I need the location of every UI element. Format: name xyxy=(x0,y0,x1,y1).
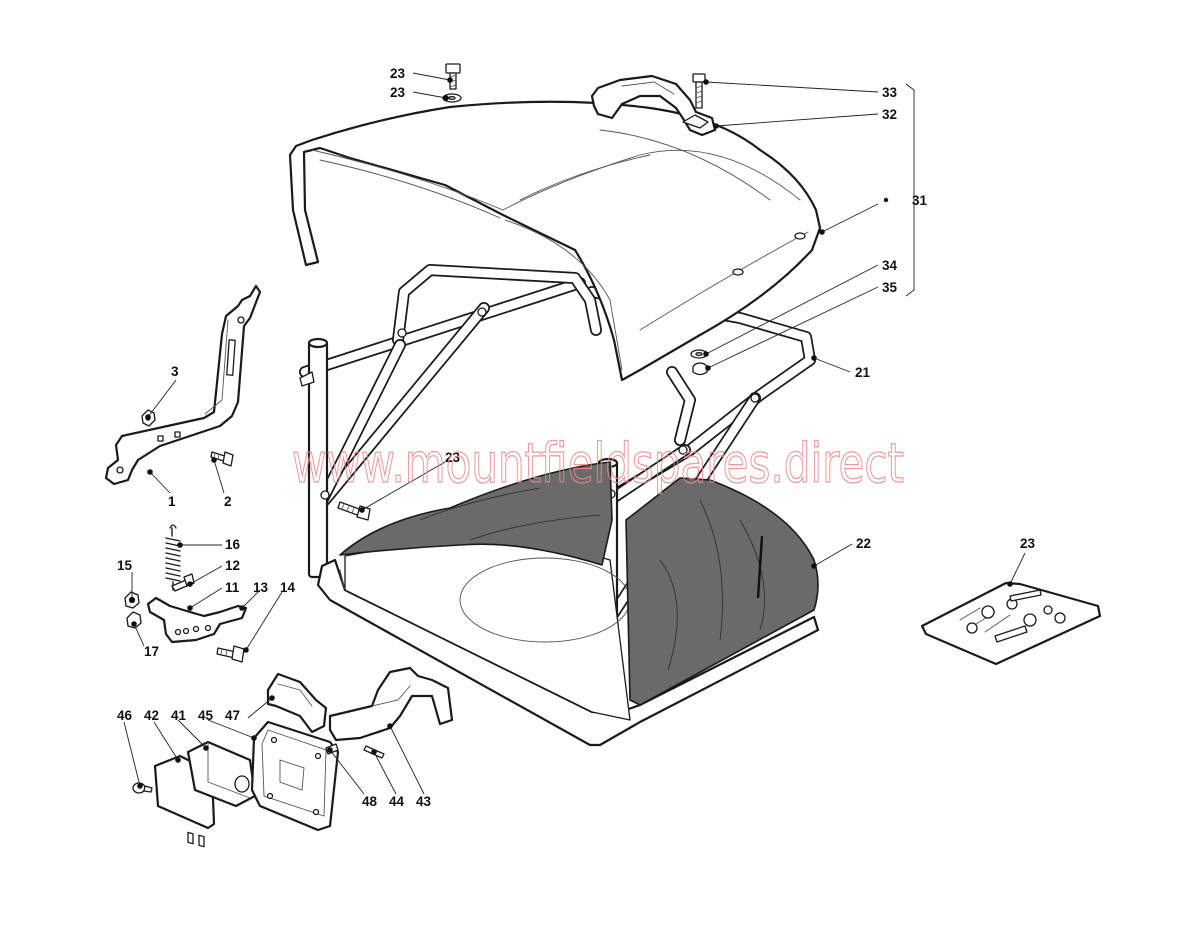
callout-16: 16 xyxy=(225,537,241,552)
callout-34: 34 xyxy=(882,258,898,273)
lid-handle xyxy=(590,74,717,137)
callout-15: 15 xyxy=(117,558,133,573)
callout-46: 46 xyxy=(117,708,133,723)
callout-32: 32 xyxy=(882,107,897,122)
callout-23-washer: 23 xyxy=(390,85,406,100)
latch-plate xyxy=(146,596,248,644)
latch-hook-bracket xyxy=(266,672,328,734)
callout-42: 42 xyxy=(144,708,159,723)
spring xyxy=(165,524,181,591)
small-nut xyxy=(132,782,153,794)
callout-23-bolt: 23 xyxy=(390,66,406,81)
callout-2: 2 xyxy=(224,494,232,509)
callout-12: 12 xyxy=(225,558,240,573)
callout-labels: 23 23 33 32 31 34 35 21 3 1 2 23 16 15 1… xyxy=(117,66,1036,809)
callout-44: 44 xyxy=(389,794,405,809)
callout-31: 31 xyxy=(912,193,928,208)
callout-23-frame: 23 xyxy=(445,450,461,465)
latch-bolt-large xyxy=(216,645,245,663)
callout-47: 47 xyxy=(225,708,240,723)
leader-dots xyxy=(129,77,1013,789)
latch-lever xyxy=(328,666,454,742)
callout-17: 17 xyxy=(144,644,159,659)
callout-14: 14 xyxy=(280,580,296,595)
callout-11: 11 xyxy=(225,580,240,595)
callout-33: 33 xyxy=(882,85,898,100)
callout-1: 1 xyxy=(168,494,176,509)
callout-43: 43 xyxy=(416,794,432,809)
callout-35: 35 xyxy=(882,280,898,295)
bracket-bolt xyxy=(210,451,234,467)
mounting-bracket xyxy=(104,284,262,486)
callout-3: 3 xyxy=(171,364,179,379)
grass-bag xyxy=(339,461,819,721)
callout-48: 48 xyxy=(362,794,378,809)
watermark-text: www.mountfieldspares.direct xyxy=(292,432,904,495)
callout-45: 45 xyxy=(198,708,214,723)
latch-nut-bottom xyxy=(126,611,142,629)
callout-13: 13 xyxy=(253,580,269,595)
callout-41: 41 xyxy=(171,708,187,723)
callout-23-kit: 23 xyxy=(1020,536,1036,551)
latch-housing xyxy=(250,720,340,832)
grass-bag-frame xyxy=(299,264,820,747)
callout-22: 22 xyxy=(856,536,871,551)
frame-bolt xyxy=(337,501,371,521)
handle-bolt xyxy=(692,73,706,109)
grass-bag-lid xyxy=(288,100,822,382)
leader-lines xyxy=(123,72,1026,795)
callout-21: 21 xyxy=(855,365,871,380)
fixing-kit-bag xyxy=(920,581,1102,666)
washer-and-nut xyxy=(690,349,708,376)
